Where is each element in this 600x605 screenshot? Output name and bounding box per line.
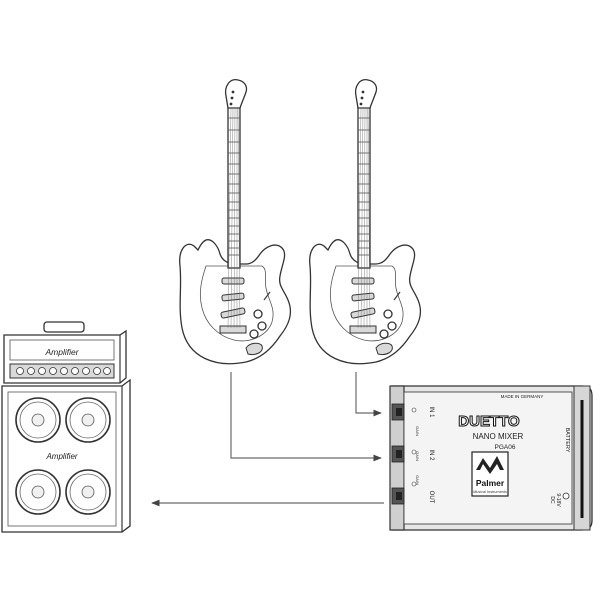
guitar-2-icon [309, 79, 422, 365]
cable-guitar-1 [230, 372, 382, 462]
duetto-device: MADE IN GERMANY DUETTO NANO MIXER PGA06 … [389, 385, 593, 531]
jack-in-1-label: IN 1 [428, 406, 434, 418]
jack-in-1: IN 1 GAIN [391, 403, 434, 436]
jack-in-1-gain: GAIN [415, 426, 420, 436]
cable-guitar-2 [355, 372, 382, 417]
jack-in-2-label: IN 2 [428, 449, 434, 461]
amplifier-stack-icon: Amplifier Amplifier [1, 321, 131, 533]
jack-out: OUT GAIN [391, 475, 434, 505]
battery-label: BATTERY [564, 428, 570, 453]
device-model: PGA06 [495, 444, 516, 451]
amp-cab-logo: Amplifier [45, 452, 77, 461]
jack-out-label: OUT [428, 491, 434, 504]
device-name: DUETTO [458, 413, 520, 430]
amp-head-logo: Amplifier [44, 347, 79, 357]
guitar-1-icon [179, 79, 292, 365]
palmer-logo: Palmer Musical Instruments [471, 451, 509, 497]
jack-out-gain: GAIN [415, 475, 420, 485]
power-sub-label: DC [549, 496, 555, 504]
cables [151, 372, 384, 507]
brand-tagline: Musical Instruments [473, 490, 507, 494]
device-subtitle: NANO MIXER [473, 432, 524, 441]
made-in-label: MADE IN GERMANY [501, 394, 544, 399]
amp-knob-row [16, 367, 111, 375]
jack-in-2: IN 2 GAIN [391, 445, 434, 463]
brand-name: Palmer [476, 478, 505, 488]
jack-in-2-gain: GAIN [415, 451, 420, 461]
dc-power-jack-icon [562, 492, 570, 500]
power-label: 9-18V [555, 493, 561, 507]
